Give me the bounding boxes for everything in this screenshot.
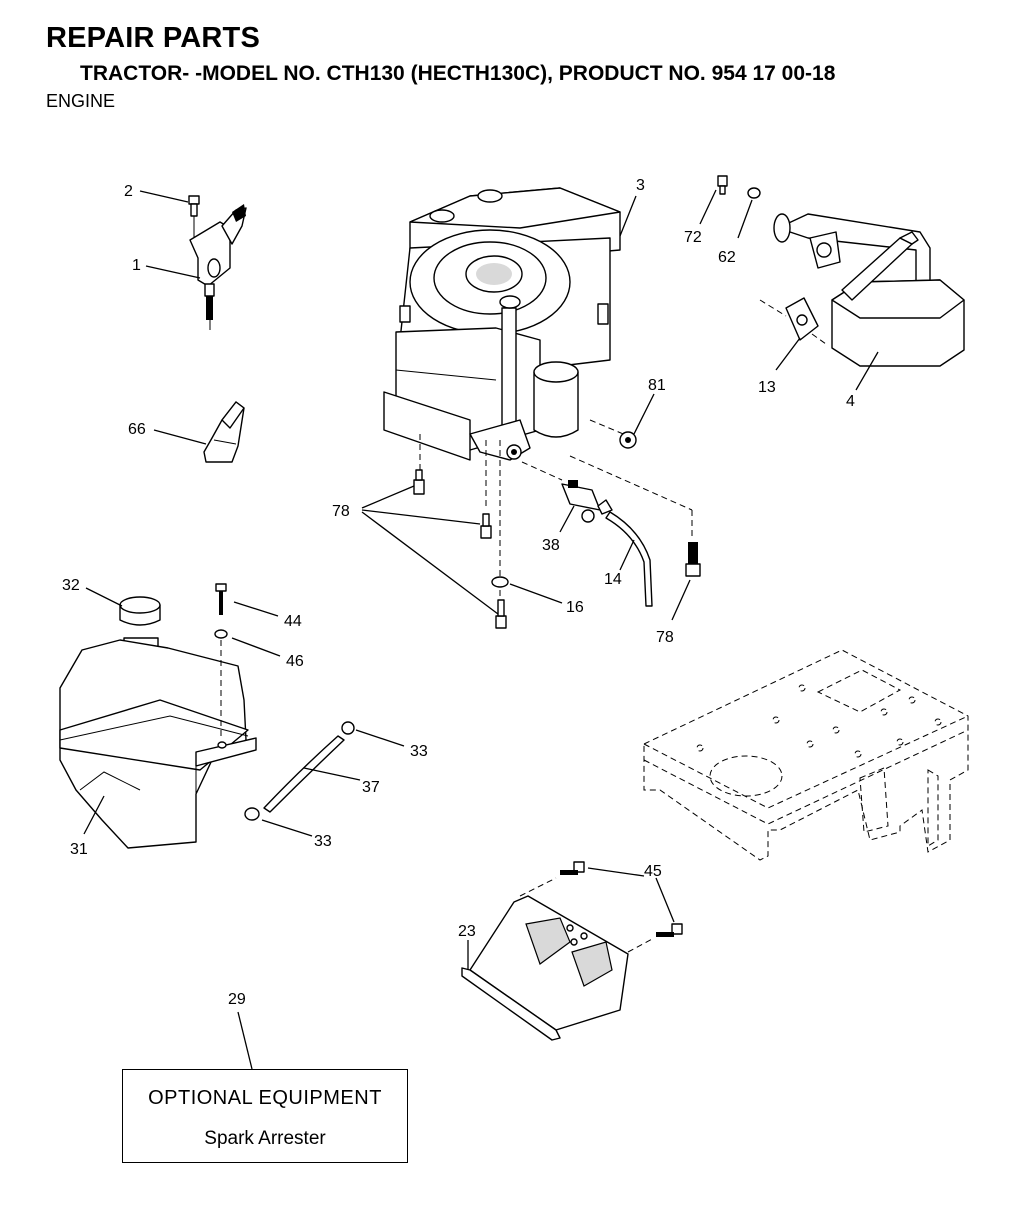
callout-14: 14 [604, 571, 622, 588]
callout-37: 37 [362, 779, 380, 796]
engine-part [383, 187, 621, 461]
fuel-filter-part [561, 480, 613, 523]
callout-4: 4 [846, 393, 855, 410]
leader-lines [83, 189, 879, 1070]
callout-29: 29 [228, 991, 246, 1008]
callout-32: 32 [62, 577, 80, 594]
callout-81: 81 [648, 377, 666, 394]
washer-part [491, 576, 509, 588]
callout-38: 38 [542, 537, 560, 554]
throttle-control-part [188, 195, 247, 330]
fuel-tank-part [59, 583, 257, 849]
optional-equipment-title: OPTIONAL EQUIPMENT [148, 1087, 382, 1109]
callout-78-left: 78 [332, 503, 350, 520]
callout-44: 44 [284, 613, 302, 630]
callout-45: 45 [644, 863, 662, 880]
callout-33-bottom: 33 [314, 833, 332, 850]
muffler-part [717, 175, 965, 367]
clip-part [203, 401, 245, 463]
section-label: ENGINE [46, 91, 116, 111]
bracket-part [461, 861, 683, 1041]
optional-equipment-box: OPTIONAL EQUIPMENT Spark Arrester [122, 1069, 408, 1163]
callout-16: 16 [566, 599, 584, 616]
callout-31: 31 [70, 841, 88, 858]
fuel-hose-part [605, 511, 653, 607]
callout-66: 66 [128, 421, 146, 438]
bolt-part [413, 469, 701, 629]
callout-1: 1 [132, 257, 141, 274]
page-subtitle: TRACTOR- -MODEL NO. CTH130 (HECTH130C), … [80, 62, 836, 85]
nut-part [619, 431, 637, 449]
fuel-line-part [263, 735, 345, 813]
callout-78-right: 78 [656, 629, 674, 646]
callout-3: 3 [636, 177, 645, 194]
callout-46: 46 [286, 653, 304, 670]
callout-23: 23 [458, 923, 476, 940]
callout-13: 13 [758, 379, 776, 396]
frame-outline [643, 649, 969, 861]
callout-72: 72 [684, 229, 702, 246]
page-title: REPAIR PARTS [46, 22, 261, 54]
engine-guide-lines [419, 419, 693, 620]
callout-33-top: 33 [410, 743, 428, 760]
hose-clamp-part [244, 721, 355, 821]
optional-equipment-item: Spark Arrester [204, 1128, 326, 1149]
callout-2: 2 [124, 183, 133, 200]
callout-62: 62 [718, 249, 736, 266]
